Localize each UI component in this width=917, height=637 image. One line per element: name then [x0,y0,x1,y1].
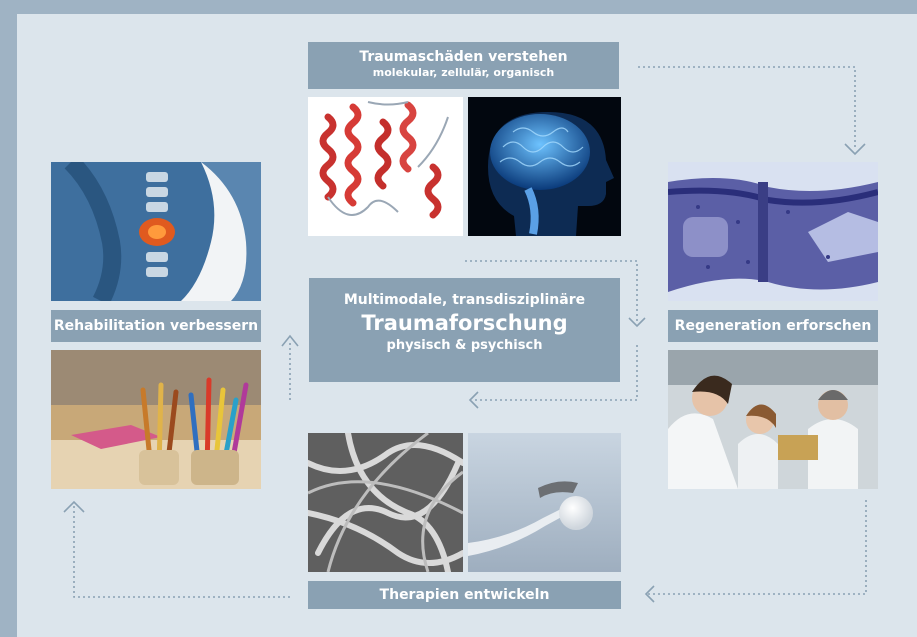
arrowhead-right-down [844,143,866,156]
pencils-therapy-image [51,350,261,489]
understand-trauma-subtitle: molekular, zellulär, organisch [372,66,555,79]
arrowhead-center-down [628,317,646,328]
arrow-right-to-bottom [648,500,867,595]
center-title: Traumaforschung [361,311,568,335]
arrow-center-cycle [465,260,638,322]
arrow-center-return [472,345,638,401]
therapies-title: Therapien entwickeln [379,587,550,603]
arrowhead-bottom-left [644,585,655,603]
rehabilitation-label: Rehabilitation verbessern [51,310,261,342]
tissue-histology-image [668,162,878,301]
therapies-label: Therapien entwickeln [308,581,621,609]
fiber-scaffold-image [308,433,463,572]
arrowhead-left-up [63,500,85,513]
joint-implant-image [468,433,621,572]
rehabilitation-title: Rehabilitation verbessern [53,318,259,334]
brain-scan-image [468,97,621,236]
arrow-top-to-right [638,66,856,150]
center-line3: physisch & psychisch [386,338,543,353]
arrowhead-center-left [468,391,479,409]
arrowhead-up [281,334,299,347]
researchers-lab-image [668,350,878,489]
regeneration-label: Regeneration erforschen [668,310,878,342]
spine-xray-image [51,162,261,301]
arrow-bottom-to-left [73,506,290,598]
understand-trauma-label: Traumaschäden verstehen molekular, zellu… [308,42,619,89]
understand-trauma-title: Traumaschäden verstehen [359,49,568,65]
center-line1: Multimodale, transdisziplinäre [343,292,586,308]
regeneration-title: Regeneration erforschen [674,318,872,334]
protein-structure-image [308,97,463,236]
trauma-research-center-box: Multimodale, transdisziplinäre Traumafor… [309,278,620,382]
